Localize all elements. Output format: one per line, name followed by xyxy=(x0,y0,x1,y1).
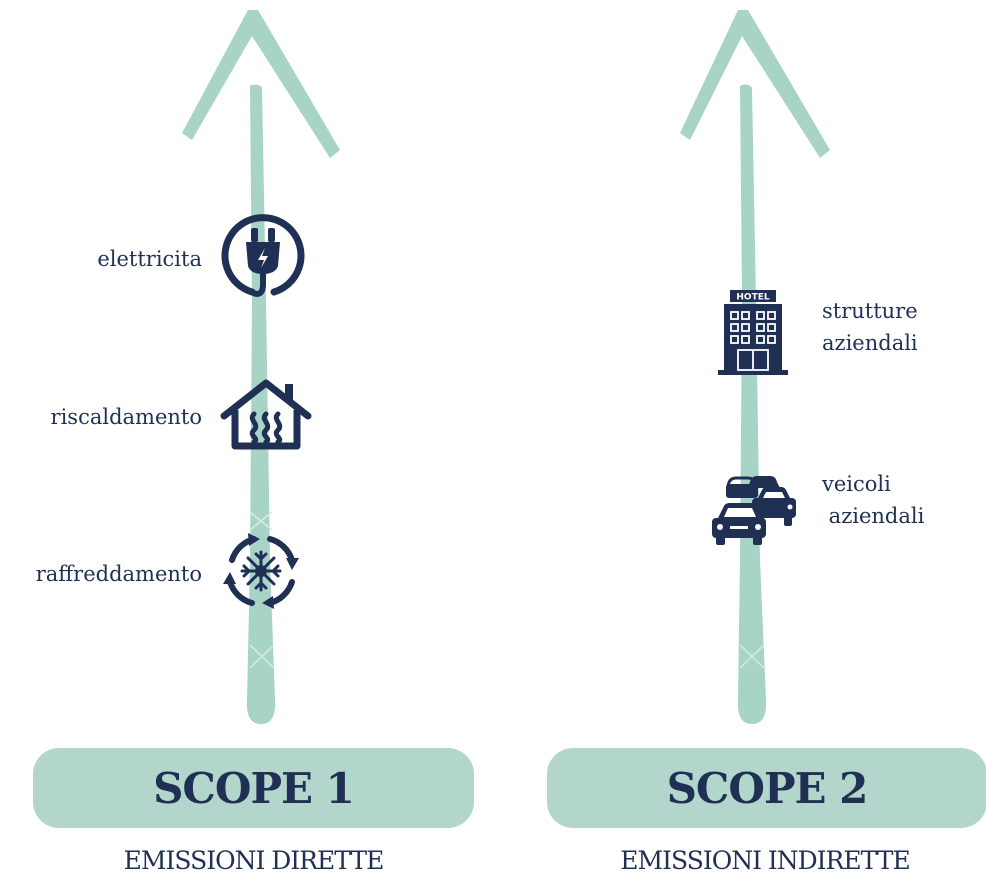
svg-text:HOTEL: HOTEL xyxy=(736,293,769,303)
scope1-item-elettricita-label: elettricita xyxy=(97,247,202,271)
scope2-pill: SCOPE 2 xyxy=(547,748,986,828)
scope2-title: SCOPE 2 xyxy=(666,763,869,813)
hotel-building-icon: HOTEL xyxy=(718,290,788,375)
scope2-arrow-head xyxy=(680,10,830,158)
cars-icon xyxy=(712,476,796,545)
scope1-arrow-head xyxy=(182,10,340,158)
heated-house-icon xyxy=(220,379,312,450)
scope2-arrow-shaft xyxy=(737,84,767,725)
plug-icon xyxy=(221,214,305,297)
scope1-item-raffreddamento-label: raffreddamento xyxy=(35,562,202,586)
scope2-subtitle: EMISSIONI INDIRETTE xyxy=(620,846,910,875)
scope1-title: SCOPE 1 xyxy=(153,763,355,813)
scope1-pill: SCOPE 1 xyxy=(33,748,474,828)
scope1-subtitle: EMISSIONI DIRETTE xyxy=(123,846,385,875)
snowflake-cycle-icon xyxy=(223,533,299,609)
scope2-item-strutture-label: strutture aziendali xyxy=(822,299,918,355)
scope1-item-riscaldamento-label: riscaldamento xyxy=(50,405,202,429)
scope2-item-veicoli-label: veicoli aziendali xyxy=(822,472,925,528)
